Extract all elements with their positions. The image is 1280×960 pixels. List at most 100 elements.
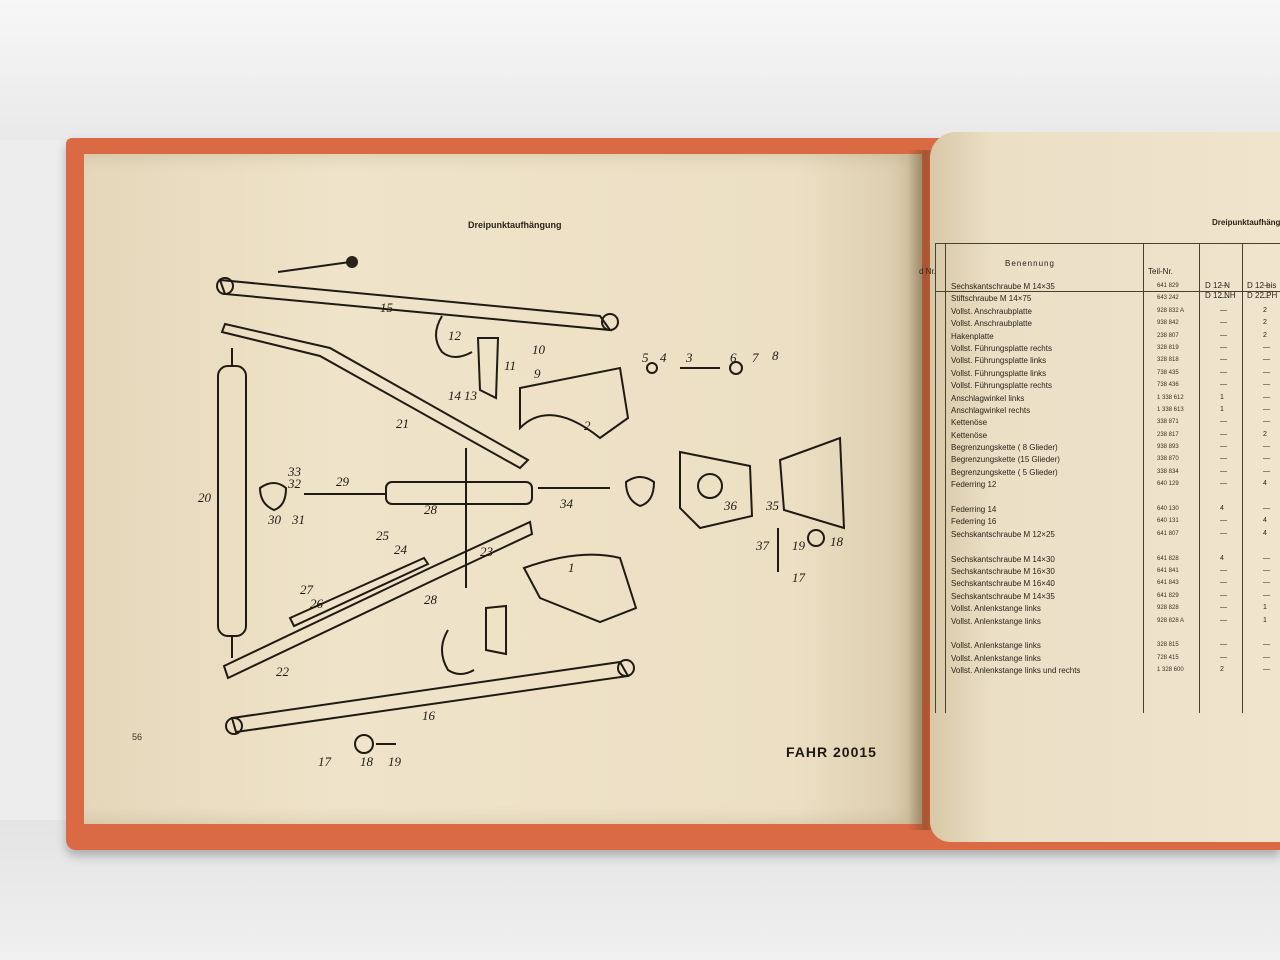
row-part-no: 238 817 xyxy=(1157,431,1179,438)
row-col1: — xyxy=(1220,343,1227,351)
table-row xyxy=(951,493,1280,505)
row-part-no: 1 328 600 xyxy=(1157,667,1184,674)
row-part-no: 643 242 xyxy=(1157,295,1179,302)
row-col1: — xyxy=(1220,294,1227,302)
callout-23: 23 xyxy=(480,544,494,559)
row-col1: 4 xyxy=(1220,554,1224,562)
row-col2: — xyxy=(1263,282,1270,289)
row-name: Begrenzungskette ( 5 Glieder) xyxy=(951,467,1058,477)
row-col1: — xyxy=(1220,356,1227,364)
callout-13: 13 xyxy=(464,388,478,403)
row-col2: — xyxy=(1263,381,1270,389)
row-col2: — xyxy=(1263,467,1270,475)
callout-30: 30 xyxy=(267,512,282,527)
callout-12: 12 xyxy=(448,328,462,343)
header-benennung: Benennung xyxy=(1005,259,1055,268)
header-col1-a: D 12 N xyxy=(1205,281,1230,290)
ratchet-plate xyxy=(679,450,754,530)
row-name: Sechskantschraube M 14×35 xyxy=(951,591,1055,601)
guide-plate-lower xyxy=(522,553,638,624)
row-col1: 1 xyxy=(1220,393,1224,401)
row-name: Sechskantschraube M 14×35 xyxy=(951,282,1055,291)
row-col1: — xyxy=(1220,319,1227,327)
header-teil-nr: Teil-Nr. xyxy=(1148,267,1173,276)
page-number: 56 xyxy=(132,732,143,742)
row-col2: — xyxy=(1263,294,1270,302)
row-col1: — xyxy=(1220,430,1227,438)
row-name: Sechskantschraube M 16×30 xyxy=(951,566,1055,576)
callout-33: 33 xyxy=(287,464,302,479)
row-col1: — xyxy=(1220,591,1227,599)
background-top xyxy=(0,0,1280,140)
table-row: Vollst. Führungsplatte rechts 328 819 — — xyxy=(951,344,1280,356)
right-page-title: Dreipunktaufhängung xyxy=(1212,218,1280,227)
row-part-no: 1 338 613 xyxy=(1157,406,1184,413)
row-name: Stiftschraube M 14×75 xyxy=(951,294,1032,304)
row-name: Sechskantschraube M 12×25 xyxy=(951,529,1055,539)
callout-7: 7 xyxy=(752,350,759,365)
parts-table-rows: Sechskantschraube M 14×35 641 829 — — Stifts… xyxy=(951,282,1280,679)
table-row: Begrenzungskette ( 8 Glieder)938 893—— xyxy=(951,443,1280,455)
callout-32: 32 xyxy=(287,476,302,491)
row-name: Vollst. Führungsplatte links xyxy=(951,356,1047,366)
row-name: Vollst. Anlenkstange links xyxy=(951,616,1041,626)
row-part-no: 640 131 xyxy=(1157,518,1179,525)
callout-19b: 19 xyxy=(388,754,402,769)
row-part-no: 238 807 xyxy=(1157,332,1179,339)
row-name: Vollst. Anlenkstange links und rechts xyxy=(951,666,1081,676)
row-name: Vollst. Anlenkstange links xyxy=(951,604,1041,614)
row-part-no: 928 828 A xyxy=(1157,617,1185,624)
row-col1: — xyxy=(1220,467,1227,475)
row-col2: — xyxy=(1263,566,1270,574)
table-row xyxy=(951,629,1280,641)
row-part-no: 641 843 xyxy=(1157,580,1179,587)
row-col1: — xyxy=(1220,517,1227,525)
callout-18b: 18 xyxy=(360,754,374,769)
row-col2: — xyxy=(1263,356,1270,364)
row-col1: — xyxy=(1220,368,1227,376)
row-part-no: 328 819 xyxy=(1157,344,1179,351)
row-part-no: 641 829 xyxy=(1157,283,1179,289)
lower-link-upper xyxy=(218,278,613,332)
row-col1: 1 xyxy=(1220,405,1224,413)
callout-28: 28 xyxy=(424,502,438,517)
row-col2: — xyxy=(1263,343,1270,351)
adjusting-tube xyxy=(385,481,533,505)
row-col2: 2 xyxy=(1263,331,1267,339)
table-row xyxy=(951,542,1280,554)
chain-upper xyxy=(435,315,473,358)
row-part-no: 641 828 xyxy=(1157,555,1179,562)
row-name: Vollst. Führungsplatte links xyxy=(951,368,1047,378)
row-part-no: 338 834 xyxy=(1157,468,1179,475)
row-col2: — xyxy=(1263,368,1270,376)
row-name: Vollst. Anlenkstange links xyxy=(951,653,1041,663)
callout-14: 14 xyxy=(448,388,462,403)
callout-4: 4 xyxy=(660,350,667,365)
callout-16: 16 xyxy=(422,708,436,723)
row-part-no: 1 338 612 xyxy=(1157,394,1184,401)
callout-8: 8 xyxy=(772,348,779,363)
row-name: Kettenöse xyxy=(951,430,988,440)
row-col2: — xyxy=(1263,455,1270,463)
row-col1: — xyxy=(1220,306,1227,314)
callout-26: 26 xyxy=(310,596,324,611)
row-name: Federring 14 xyxy=(951,505,997,515)
row-col1: — xyxy=(1220,653,1227,661)
row-part-no: 338 871 xyxy=(1157,419,1179,426)
lower-brace xyxy=(222,520,534,680)
row-name: Vollst. Führungsplatte rechts xyxy=(951,343,1052,353)
header-nr: d Nr. xyxy=(919,267,936,276)
table-row: Vollst. Anlenkstange links und rechts 1 3… xyxy=(951,666,1280,678)
callout-11: 11 xyxy=(504,358,516,373)
callout-27: 27 xyxy=(300,582,314,597)
row-name: Kettenöse xyxy=(951,418,988,428)
row-col2: — xyxy=(1263,666,1270,674)
exploded-parts-diagram: 15 12 11 10 9 14 13 5 4 3 6 7 8 2 21 20 … xyxy=(198,256,846,769)
row-col2: 4 xyxy=(1263,529,1267,537)
